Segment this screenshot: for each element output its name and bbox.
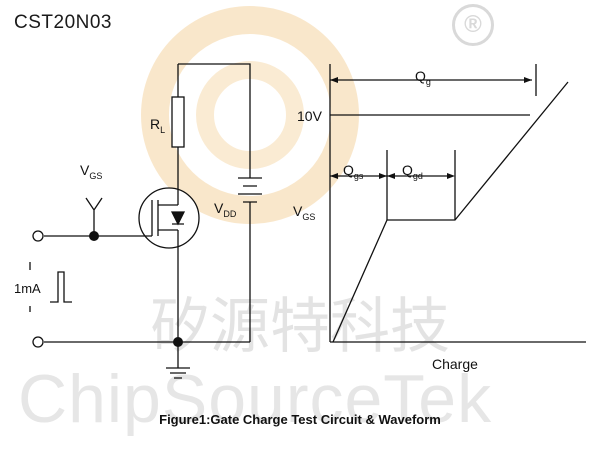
ground-symbol [166,342,190,379]
circuit-nodes [89,231,183,347]
gate-node [89,231,99,241]
qgd-label: Qgd [402,162,423,181]
registered-mark: ® [452,4,494,46]
watermark-chinese: 矽源特科技 [0,278,600,365]
part-number: CST20N03 [14,12,112,33]
current-label: 1mA [14,281,41,296]
waveform-vgs-label: VGS [293,203,316,222]
mosfet-body [138,187,200,249]
qgs-label: Qgs [343,162,364,181]
qgs-qgd-dimension [330,150,456,220]
gate-terminal [32,230,44,242]
qg-dimension [330,64,537,96]
circuit-vgs-label: VGS [80,162,103,181]
rl-label: RL [150,116,166,135]
battery-plates [238,177,262,203]
x-axis-label: Charge [432,356,478,372]
vdd-label: VDD [214,200,237,219]
vgs-curve [332,81,569,343]
load-resistor [171,96,185,148]
vgs-probe [85,197,103,236]
watermark-english: ChipSourceTek [18,361,493,437]
mosfet-channel [157,200,178,236]
figure-caption: Figure1:Gate Charge Test Circuit & Wavef… [159,412,441,427]
watermark-chinese-text: 矽源特科技 [150,292,450,362]
ground-node [173,337,183,347]
ten-volt-label: 10V [297,108,322,124]
drain-top-wire [178,63,251,178]
current-pulse [50,271,72,303]
dimension-arrowheads [330,77,532,179]
ground-terminal [32,336,44,348]
qg-label: Qg [415,68,431,87]
body-diode [170,211,186,226]
